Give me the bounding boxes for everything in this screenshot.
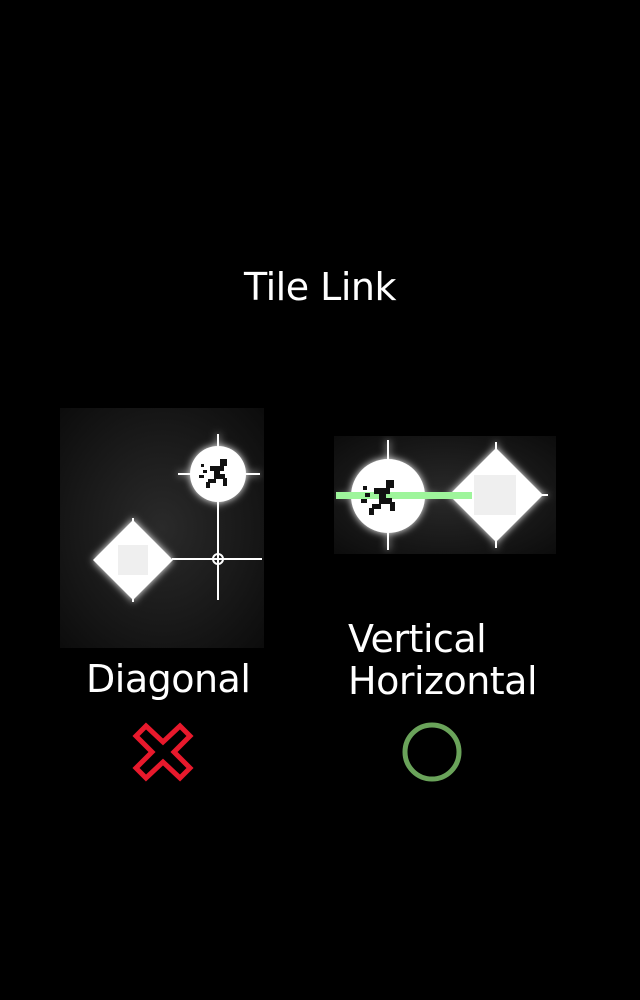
empty-tile-crosshair-icon [172, 506, 262, 600]
runner-figure-icon [199, 459, 227, 488]
caption-line-horizontal: Horizontal [348, 659, 538, 703]
diamond-core [474, 475, 516, 515]
caption-line-vertical: Vertical [348, 617, 487, 661]
cross-icon [132, 722, 194, 782]
runner-figure-icon [361, 480, 395, 515]
page-title: Tile Link [244, 265, 396, 309]
straight-example-illustration [334, 436, 556, 554]
circle-icon [400, 720, 464, 784]
vertical-horizontal-caption: Vertical Horizontal [348, 617, 538, 703]
diamond-core [118, 545, 148, 575]
panel-background [60, 408, 264, 648]
diagonal-caption: Diagonal [86, 657, 251, 701]
diagonal-example-illustration [60, 408, 264, 648]
diagonal-example-panel [60, 408, 264, 648]
link-line [336, 492, 472, 499]
straight-example-panel [334, 436, 556, 554]
